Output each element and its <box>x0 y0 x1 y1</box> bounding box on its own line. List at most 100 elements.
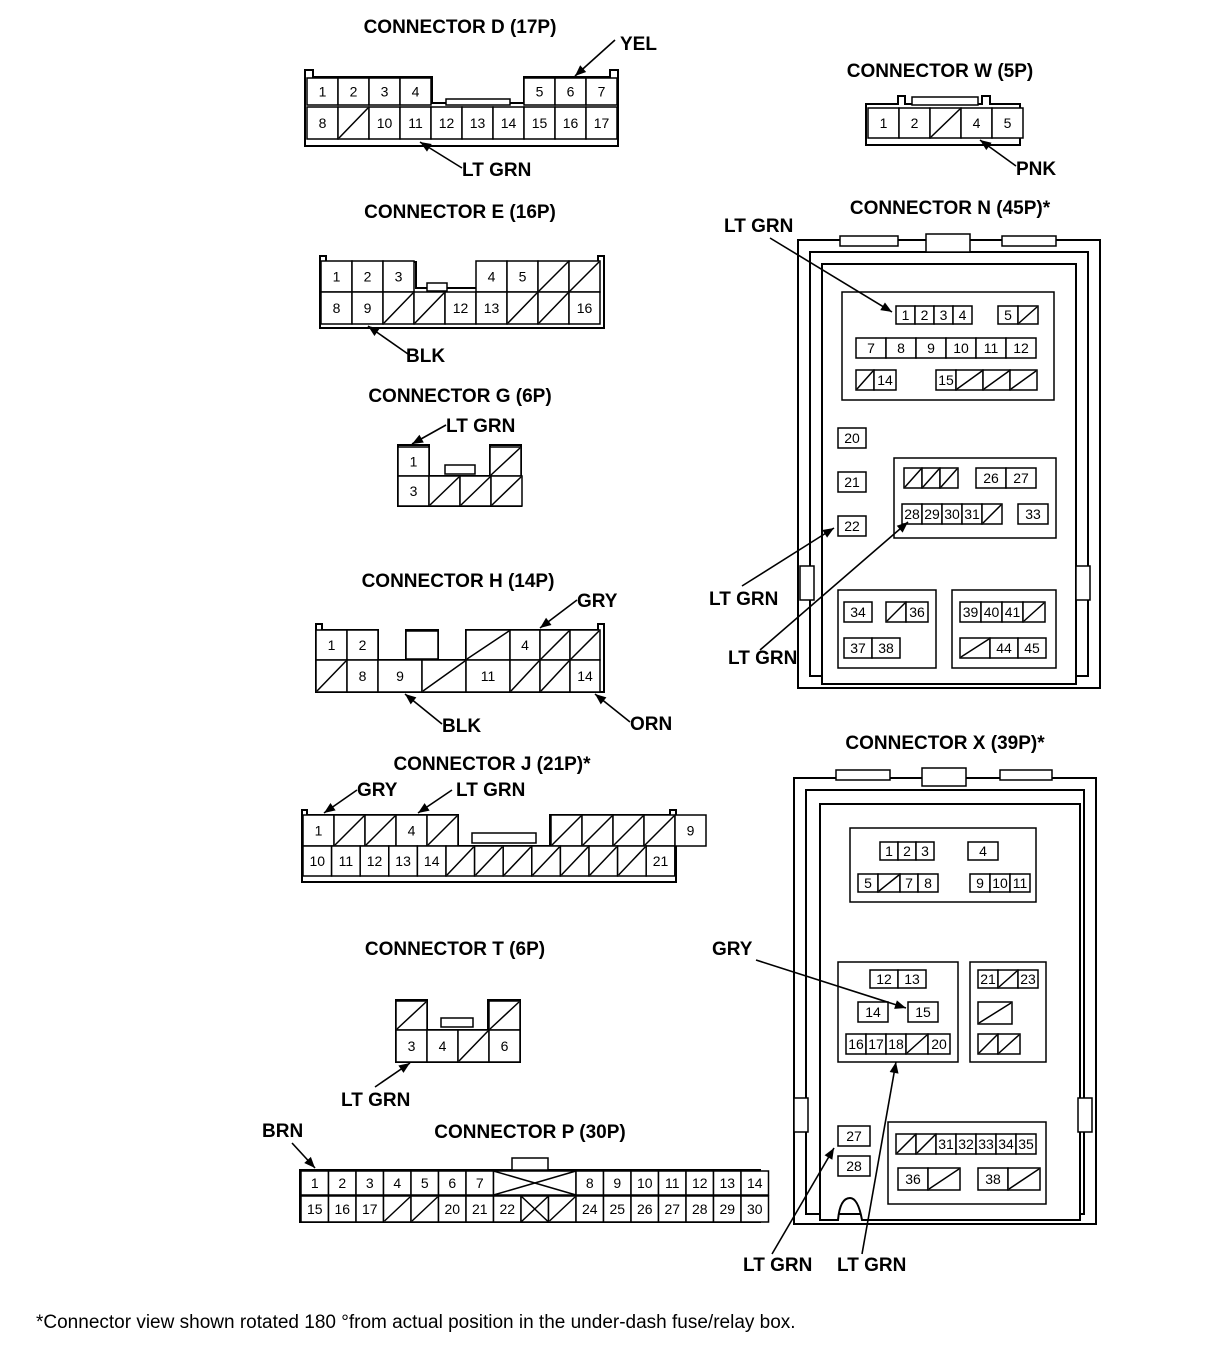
pin-number: 34 <box>998 1136 1014 1152</box>
pin-number: 3 <box>381 84 389 100</box>
title-connector-n: CONNECTOR N (45P)* <box>850 198 1051 219</box>
pin-number: 12 <box>439 115 455 131</box>
connector-n-clip-right <box>1075 565 1091 601</box>
connector-d-latch <box>445 98 511 106</box>
pin-cell <box>645 845 676 877</box>
pin-number: 4 <box>393 1175 401 1191</box>
connector-x-clip-right <box>1077 1097 1093 1133</box>
pin-cell <box>585 106 618 140</box>
arrowhead <box>398 1063 410 1073</box>
pin-number: 10 <box>310 853 326 869</box>
pin-number: 7 <box>476 1175 484 1191</box>
pin-number: 12 <box>367 853 383 869</box>
empty-cavity-slash <box>1008 1168 1040 1190</box>
pin-number: 3 <box>410 483 418 499</box>
pin-cell <box>837 427 867 449</box>
empty-cavity-slash <box>540 660 570 692</box>
connector-n-tab-right <box>1001 235 1057 247</box>
pin-number: 26 <box>637 1201 653 1217</box>
pin-cell <box>395 1029 428 1063</box>
footnote: *Connector view shown rotated 180 °from … <box>36 1312 796 1333</box>
pin-number: 3 <box>366 1175 374 1191</box>
pin-number: 33 <box>1025 506 1041 522</box>
pin-number: 1 <box>328 637 336 653</box>
pin-number: 14 <box>577 668 593 684</box>
leader-line <box>769 237 893 313</box>
pin-cell <box>685 1195 715 1223</box>
pin-cell <box>630 1195 660 1223</box>
pin-number: 13 <box>484 300 500 316</box>
pin-number: 5 <box>421 1175 429 1191</box>
pin-cell <box>740 1170 770 1196</box>
pin-cell <box>837 471 867 493</box>
pin-cell <box>575 1195 605 1223</box>
pin-cell <box>871 637 901 659</box>
pin-number: 7 <box>598 84 606 100</box>
empty-cavity-slash <box>878 874 900 892</box>
wire-label-j-gry: GRY <box>357 780 398 801</box>
pin-cell <box>465 659 511 693</box>
empty-cavity-slash <box>429 476 460 506</box>
empty-cavity-slash <box>489 1001 520 1030</box>
pin-number: 3 <box>395 269 403 285</box>
pin-number: 6 <box>501 1038 509 1054</box>
leader-line <box>755 959 907 1009</box>
pin-cell <box>967 841 999 861</box>
empty-cavity-slash <box>411 1196 439 1222</box>
pin-cell <box>657 1170 687 1196</box>
pin-number: 31 <box>964 506 980 522</box>
pin-number: 1 <box>311 1175 319 1191</box>
pin-cell <box>1005 337 1037 359</box>
wire-label-j-ltgrn: LT GRN <box>456 780 525 801</box>
wire-label-w-pnk: PNK <box>1016 159 1056 180</box>
wire-label-h-blk: BLK <box>442 716 481 737</box>
pin-number: 8 <box>586 1175 594 1191</box>
pin-number: 17 <box>868 1036 884 1052</box>
empty-cavity-slash <box>396 1001 427 1030</box>
pin-cell <box>337 77 370 106</box>
pin-cell <box>960 107 993 139</box>
pin-number: 21 <box>844 474 860 490</box>
connector-n-tab-center <box>925 233 971 253</box>
pin-number: 16 <box>334 1201 350 1217</box>
empty-cavity-slash <box>906 1034 928 1054</box>
arrowhead <box>575 65 587 76</box>
connector-x-tab-right <box>999 769 1053 781</box>
title-connector-j: CONNECTOR J (21P)* <box>393 754 591 775</box>
leader-line <box>771 1147 835 1255</box>
connector-t-latch <box>440 1017 474 1028</box>
pin-number: 1 <box>315 823 323 839</box>
empty-cavity-slash <box>490 447 521 476</box>
pin-cell <box>444 291 477 325</box>
empty-cavity-slash <box>503 846 532 876</box>
pin-number: 1 <box>410 454 418 470</box>
empty-cavity-slash <box>960 638 990 658</box>
pin-number: 31 <box>938 1136 954 1152</box>
pin-number: 38 <box>985 1171 1001 1187</box>
connector-j-latch <box>471 832 537 844</box>
pin-number: 36 <box>905 1171 921 1187</box>
pin-number: 28 <box>692 1201 708 1217</box>
pin-cell <box>465 1170 495 1196</box>
pin-number: 32 <box>958 1136 974 1152</box>
pin-number: 1 <box>885 843 893 859</box>
empty-cavity-slash <box>856 370 874 390</box>
arrowhead <box>595 694 607 705</box>
pin-number: 27 <box>664 1201 680 1217</box>
pin-cell <box>575 1170 605 1196</box>
pin-cell <box>351 260 384 293</box>
pin-cell <box>568 291 601 325</box>
pin-number: 15 <box>307 1201 323 1217</box>
arrowhead <box>889 1062 899 1074</box>
pin-number: 3 <box>940 307 948 323</box>
empty-cavity-slash <box>538 292 569 324</box>
pin-cell <box>410 1170 440 1196</box>
pin-number: 21 <box>653 853 669 869</box>
arrowhead <box>418 803 430 813</box>
pin-number: 14 <box>865 1004 881 1020</box>
empty-cavity-slash <box>510 660 540 692</box>
empty-cavity-slash <box>1018 306 1038 324</box>
pin-number: 9 <box>976 875 984 891</box>
title-connector-w: CONNECTOR W (5P) <box>847 61 1033 82</box>
